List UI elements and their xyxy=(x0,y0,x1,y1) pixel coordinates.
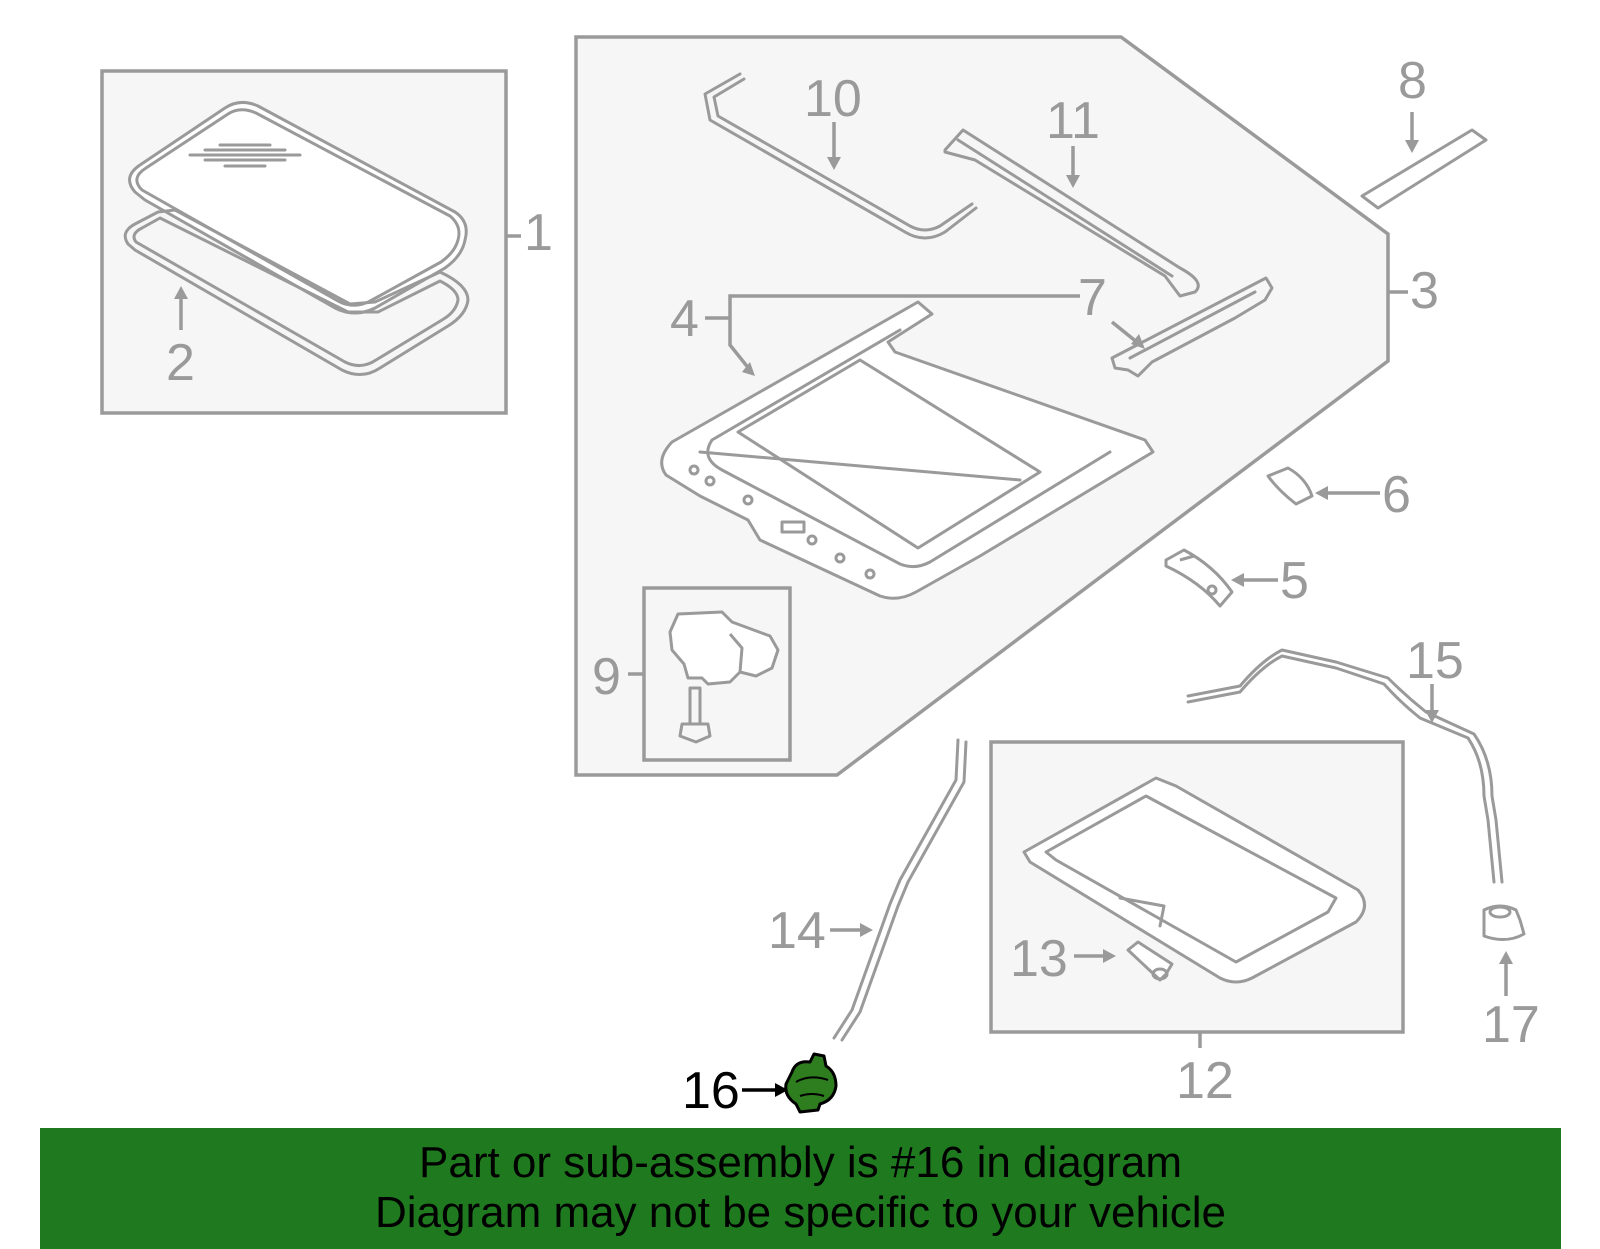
part-14-drain-hose xyxy=(832,738,968,1042)
frame-assembly-group: 3 10 11 7 4 9 xyxy=(574,35,1439,777)
callout-17: 17 xyxy=(1482,996,1540,1054)
part-16-highlighted: 16 xyxy=(682,1052,838,1120)
part-7-rail xyxy=(1110,276,1274,378)
callout-11-arrowhead xyxy=(1066,175,1080,188)
part-15-drain-hose xyxy=(1186,648,1504,884)
part-6-clip xyxy=(1266,466,1314,506)
callout-5-arrowhead xyxy=(1231,573,1244,587)
part-4-frame xyxy=(660,300,1155,600)
part-11-deflector xyxy=(943,128,1200,298)
callout-5: 5 xyxy=(1280,552,1309,610)
part-9-motor xyxy=(668,610,780,686)
glass-seal-drawing xyxy=(123,208,470,376)
callout-4-leader xyxy=(705,294,1080,372)
callout-8-arrowhead xyxy=(1405,140,1419,153)
callout-9: 9 xyxy=(592,648,621,706)
callout-3: 3 xyxy=(1410,262,1439,320)
callout-7-leader xyxy=(1110,320,1140,345)
callout-7-arrowhead xyxy=(1131,334,1145,349)
callout-16-arrowhead xyxy=(775,1083,788,1097)
glass-assembly-group: 1 2 xyxy=(100,69,553,415)
callout-14-arrowhead xyxy=(860,923,873,937)
callout-1: 1 xyxy=(524,204,553,262)
callout-6: 6 xyxy=(1382,466,1411,524)
part-10-deflector-seal xyxy=(703,72,978,240)
callout-13-arrowhead xyxy=(1103,949,1116,963)
banner-line-1: Part or sub-assembly is #16 in diagram xyxy=(419,1138,1182,1187)
callout-4: 4 xyxy=(670,290,699,348)
callout-16: 16 xyxy=(682,1062,740,1120)
callout-2: 2 xyxy=(166,334,195,392)
callout-15-arrowhead xyxy=(1425,710,1439,723)
callout-8: 8 xyxy=(1398,52,1427,110)
callout-10-arrowhead xyxy=(827,157,841,170)
callout-6-arrowhead xyxy=(1315,486,1328,500)
callout-14: 14 xyxy=(768,902,826,960)
part-5-bracket xyxy=(1164,548,1234,608)
callout-11: 11 xyxy=(1046,92,1100,150)
callout-7: 7 xyxy=(1078,269,1107,327)
callout-4-arrowhead xyxy=(742,362,755,376)
callout-10: 10 xyxy=(804,70,862,128)
part-12-sunshade xyxy=(1022,776,1366,984)
callout-13: 13 xyxy=(1010,930,1068,988)
callout-2-arrowhead xyxy=(174,286,188,299)
part-8-trim xyxy=(1360,128,1488,210)
sunshade-group: 13 12 xyxy=(989,740,1405,1110)
part-16-clip xyxy=(784,1052,838,1114)
part-9-bolt xyxy=(678,686,712,744)
info-banner: Part or sub-assembly is #16 in diagram D… xyxy=(40,1128,1561,1249)
callout-17-arrowhead xyxy=(1499,951,1513,964)
callout-12: 12 xyxy=(1176,1052,1234,1110)
banner-line-2: Diagram may not be specific to your vehi… xyxy=(374,1188,1227,1237)
callout-15: 15 xyxy=(1406,632,1464,690)
